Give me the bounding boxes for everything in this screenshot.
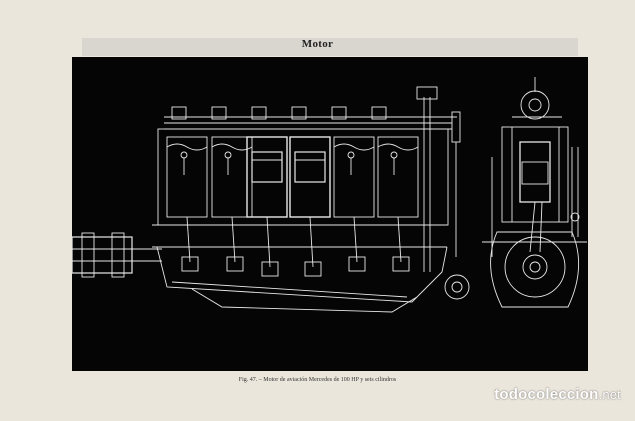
figure-caption: Fig. 47. – Motor de aviación Mercedes de… bbox=[238, 377, 397, 383]
watermark: todocoleccion.net bbox=[494, 386, 621, 403]
engine-drawing bbox=[72, 77, 587, 313]
watermark-brand: todocoleccion bbox=[494, 386, 599, 403]
header-bar bbox=[82, 38, 578, 56]
engine-plate-image bbox=[72, 57, 588, 371]
watermark-suffix: .net bbox=[598, 387, 621, 402]
page-title: Motor bbox=[301, 38, 334, 50]
